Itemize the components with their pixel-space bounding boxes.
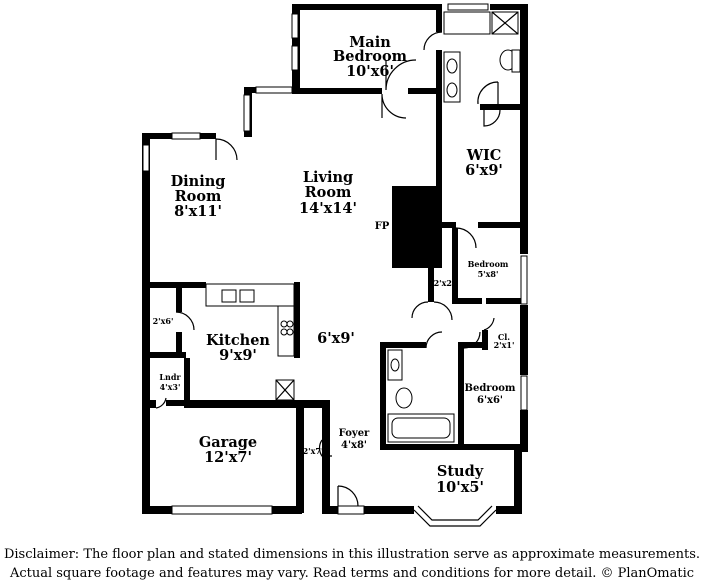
closet-cl-name: Cl. [498,332,510,342]
disclaimer-line1: Disclaimer: The floor plan and stated di… [3,547,701,562]
room-main-bedroom: Main Bedroom 10'x6' [333,34,408,80]
room-closet-cl: Cl. 2'x1' [494,332,515,350]
study-dim: 10'x5' [436,479,484,496]
living-name-line2: Room [305,184,352,201]
room-wic: WIC 6'x9' [465,147,503,179]
hall-dim: 6'x9' [317,330,355,347]
dining-dim: 8'x11' [174,203,222,220]
disclaimer: Disclaimer: The floor plan and stated di… [0,545,704,583]
wic-name: WIC [466,147,502,164]
foyer-name: Foyer [339,428,370,439]
fixtures [205,11,521,443]
room-laundry: Lndr 4'x3' [159,372,181,392]
kitchen-dim: 9'x9' [219,347,257,364]
fireplace-block [392,186,442,268]
room-study: Study 10'x5' [436,463,484,496]
bedroom-small-dim: 5'x8' [478,269,499,279]
living-name-line1: Living [303,169,353,186]
study-name: Study [437,463,484,480]
kitchen-name: Kitchen [206,332,270,349]
doors [155,31,501,507]
main-bedroom-name-line2: Bedroom [333,48,408,65]
bedroom-small-name: Bedroom [468,259,509,269]
floor-plan: Main Bedroom 10'x6' WIC 6'x9' Dining Roo… [142,3,528,527]
garage-dim: 12'x7' [204,449,252,466]
pantry-dim: 2'x6' [153,316,174,326]
room-foyer: Foyer 4'x8' [339,428,370,451]
room-living: Living Room 14'x14' [299,169,357,217]
closet-2x7-dim: 2'x7' [303,446,324,456]
bedroom2-dim: 6'x6' [477,395,503,406]
windows [142,3,528,527]
main-bedroom-name-line1: Main [349,34,391,51]
dining-name-line1: Dining [171,173,226,190]
room-bedroom2: Bedroom 6'x6' [465,383,516,406]
bedroom2-name: Bedroom [465,383,516,394]
wic-dim: 6'x9' [465,162,503,179]
fireplace-label: FP [375,221,390,232]
room-bedroom-small: Bedroom 5'x8' [468,259,509,279]
living-dim: 14'x14' [299,200,357,217]
room-dining: Dining Room 8'x11' [171,173,226,220]
disclaimer-line2: Actual square footage and features may v… [9,566,695,581]
garage-name: Garage [199,434,257,451]
closet-2x2-dim: 2'x2' [434,278,455,288]
room-kitchen: Kitchen 9'x9' [206,332,270,364]
closet-cl-dim: 2'x1' [494,340,515,350]
room-garage: Garage 12'x7' [199,434,257,466]
interior-walls [150,4,526,450]
main-bedroom-dim: 10'x6' [346,63,394,80]
laundry-name: Lndr [159,372,181,382]
foyer-dim: 4'x8' [341,440,367,451]
laundry-dim: 4'x3' [160,382,181,392]
dining-name-line2: Room [175,188,222,205]
